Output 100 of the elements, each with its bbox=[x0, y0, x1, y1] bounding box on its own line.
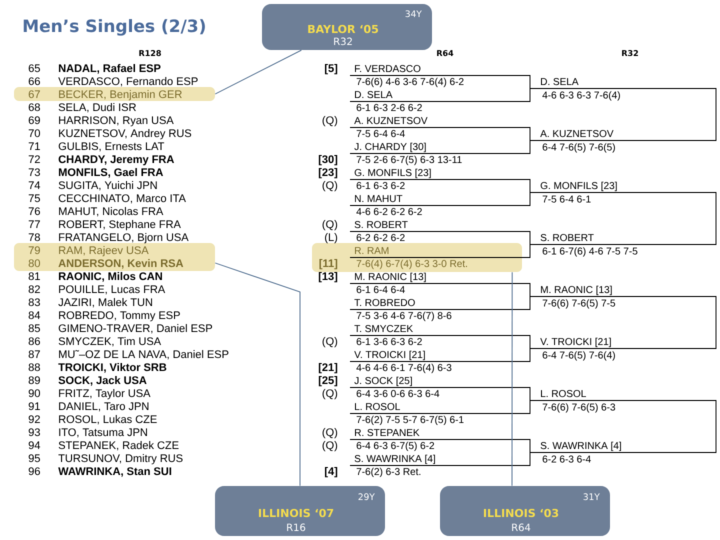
draw-position: 71 bbox=[28, 142, 40, 150]
player-name: SOCK, Jack USA bbox=[58, 376, 147, 386]
match-score: 7-5 6-4 6-1 bbox=[542, 196, 591, 203]
player-name: J. SOCK [25] bbox=[354, 376, 412, 386]
player-name: GULBIS, Ernests LAT bbox=[58, 142, 164, 152]
draw-position: 85 bbox=[28, 324, 40, 332]
player-name: DANIEL, Taro JPN bbox=[59, 402, 148, 412]
player-name: ITO, Tatsuma JPN bbox=[59, 428, 147, 438]
match-score: 4-6 6-2 6-2 6-2 bbox=[356, 208, 422, 216]
seed-label: (Q) bbox=[322, 116, 338, 126]
college-label: ILLINOIS ‘07 bbox=[258, 508, 334, 518]
player-name: TURSUNOV, Dmitry RUS bbox=[58, 454, 183, 464]
draw-position: 77 bbox=[28, 220, 40, 228]
match-score: 6-1 6-3 2-6 6-2 bbox=[356, 104, 422, 112]
match-score: 7-6(2) 6-3 Ret. bbox=[356, 468, 420, 478]
age-label: 34Y bbox=[406, 10, 422, 18]
match-score: 6-4 7-6(5) 7-6(5) bbox=[542, 143, 615, 153]
title: Men’s Singles (2/3) bbox=[24, 19, 205, 36]
round-label: R16 bbox=[287, 524, 306, 532]
player-name: JAZIRI, Malek TUN bbox=[58, 298, 152, 308]
match-score: 7-6(6) 7-6(5) 7-5 bbox=[542, 299, 616, 309]
match-score: 6-4 6-3 6-7(5) 6-2 bbox=[356, 442, 434, 452]
draw-position: 95 bbox=[28, 454, 40, 462]
seed-label: (Q) bbox=[322, 220, 338, 230]
match-score: 7-6(4) 6-7(4) 6-3 3-0 Ret. bbox=[356, 260, 467, 270]
draw-position: 88 bbox=[28, 363, 40, 372]
player-name: S. ROBERT bbox=[354, 221, 408, 228]
draw-position: 72 bbox=[28, 155, 40, 163]
seed-label: (Q) bbox=[322, 337, 338, 348]
seed-label: [30] bbox=[318, 155, 338, 166]
player-name: POUILLE, Lucas FRA bbox=[59, 285, 166, 294]
player-name: STEPANEK, Radek CZE bbox=[58, 441, 179, 450]
leader-line bbox=[214, 262, 300, 486]
player-name: ROBREDO, Tommy ESP bbox=[59, 311, 180, 322]
player-name: S. ROBERT bbox=[540, 234, 594, 242]
player-name: S. WAWRINKA [4] bbox=[540, 442, 621, 452]
player-name: FRITZ, Taylor USA bbox=[59, 389, 150, 400]
leader-line bbox=[214, 50, 302, 94]
player-name: M. RAONIC [13] bbox=[541, 286, 612, 296]
seed-label: [5] bbox=[324, 64, 338, 74]
seed-label: (L) bbox=[325, 233, 338, 244]
player-name: D. SELA bbox=[355, 91, 393, 98]
player-name: T. SMYCZEK bbox=[354, 325, 413, 332]
college-label: ILLINOIS ‘03 bbox=[484, 508, 558, 518]
player-name: SMYCZEK, Tim USA bbox=[58, 337, 162, 346]
match-score: 4-6 4-6 6-1 7-6(4) 6-3 bbox=[356, 364, 452, 374]
player-name: NADAL, Rafael ESP bbox=[58, 64, 160, 74]
player-name: ROBERT, Stephane FRA bbox=[59, 220, 181, 230]
player-name: MAHUT, Nicolas FRA bbox=[59, 207, 164, 216]
match-score: 6-1 6-4 6-4 bbox=[356, 286, 405, 294]
draw-position: 82 bbox=[28, 285, 40, 294]
draw-position: 87 bbox=[28, 350, 40, 358]
player-name: TROICKI, Viktor SRB bbox=[58, 363, 166, 373]
player-name: RAM, Rajeev USA bbox=[59, 246, 149, 256]
player-name: BECKER, Benjamin GER bbox=[59, 90, 182, 100]
round-label: R64 bbox=[512, 524, 530, 532]
player-name: ROSOL, Lukas CZE bbox=[59, 415, 157, 424]
match-score: 7-6(2) 7-5 5-7 6-7(5) 6-1 bbox=[356, 416, 464, 426]
match-score: 4-6 6-3 6-3 7-6(4) bbox=[542, 91, 620, 101]
seed-label: (Q) bbox=[322, 389, 338, 400]
draw-position: 91 bbox=[28, 402, 40, 410]
player-name: J. CHARDY [30] bbox=[354, 142, 426, 152]
player-name: R. STEPANEK bbox=[355, 429, 420, 436]
seed-label: [21] bbox=[318, 363, 338, 374]
age-label: 31Y bbox=[584, 493, 600, 500]
match-score: 6-1 3-6 6-3 6-2 bbox=[356, 338, 422, 346]
match-score: 6-1 6-3 6-2 bbox=[356, 182, 405, 190]
player-name: G. MONFILS [23] bbox=[354, 168, 431, 178]
draw-position: 74 bbox=[28, 181, 40, 189]
player-name: N. MAHUT bbox=[355, 195, 402, 202]
player-name: F. VERDASCO bbox=[355, 65, 420, 72]
draw-position: 67 bbox=[28, 90, 40, 98]
player-name: T. ROBREDO bbox=[354, 299, 415, 306]
match-score: 6-4 7-6(5) 7-6(4) bbox=[542, 351, 615, 361]
draw-position: 93 bbox=[28, 428, 40, 436]
player-name: A. KUZNETSOV bbox=[354, 117, 428, 124]
player-name: A. KUZNETSOV bbox=[540, 130, 614, 138]
player-name: S. WAWRINKA [4] bbox=[354, 454, 435, 464]
draw-position: 73 bbox=[28, 168, 40, 176]
draw-position: 70 bbox=[28, 129, 40, 138]
college-label: BAYLOR ‘05 bbox=[308, 24, 378, 34]
match-score: 6-1 6-7(6) 4-6 7-5 7-5 bbox=[542, 247, 638, 257]
seed-label: [23] bbox=[318, 168, 338, 178]
match-score: 7-6(6) 7-6(5) 6-3 bbox=[542, 403, 616, 413]
player-name: V. TROICKI [21] bbox=[354, 350, 425, 360]
draw-position: 94 bbox=[28, 441, 40, 450]
seed-label: (Q) bbox=[322, 181, 338, 192]
round-header: R64 bbox=[437, 50, 454, 56]
round-header: R128 bbox=[139, 50, 161, 56]
draw-position: 75 bbox=[28, 194, 40, 202]
seed-label: [11] bbox=[319, 259, 338, 270]
draw-position: 65 bbox=[28, 64, 40, 72]
draw-position: 96 bbox=[28, 467, 40, 476]
round-header: R32 bbox=[622, 50, 638, 56]
player-name: SUGITA, Yuichi JPN bbox=[58, 181, 157, 190]
match-score: 7-5 2-6 6-7(5) 6-3 13-11 bbox=[356, 156, 462, 166]
draw-position: 79 bbox=[28, 246, 40, 254]
draw-position: 89 bbox=[28, 376, 40, 384]
draw-position: 80 bbox=[28, 259, 40, 268]
player-name: D. SELA bbox=[541, 78, 579, 86]
